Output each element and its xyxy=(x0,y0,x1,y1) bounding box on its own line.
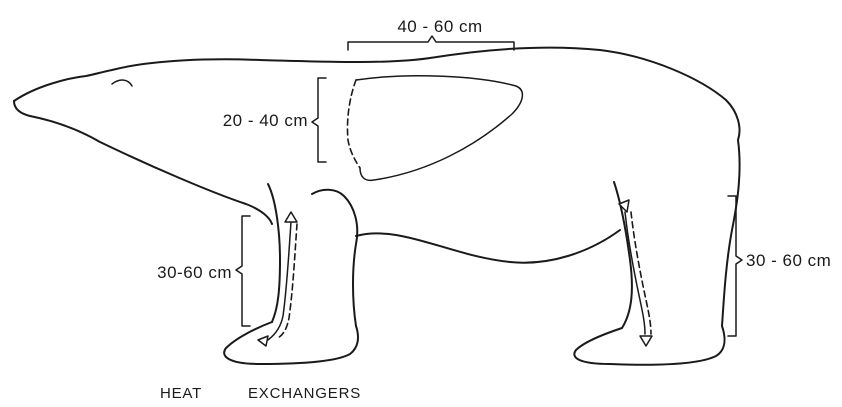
hind-leg-label: 30 - 60 cm xyxy=(746,251,831,270)
caption-exchangers: EXCHANGERS xyxy=(248,385,361,402)
fat-patch-label: 20 - 40 cm xyxy=(223,111,308,130)
front-paw xyxy=(224,322,358,364)
insulation-patch-dashed-edge xyxy=(347,80,360,168)
hind-arrow-down xyxy=(640,336,652,346)
front-leg-back-edge xyxy=(268,184,280,322)
fat-patch-bracket xyxy=(312,78,326,162)
bear-ear xyxy=(112,80,132,86)
bear-outline xyxy=(14,48,740,365)
back-length-label: 40 - 60 cm xyxy=(397,17,482,36)
front-leg-label: 30-60 cm xyxy=(157,263,232,282)
front-arrow-up xyxy=(285,212,297,222)
hind-leg-back-edge xyxy=(722,140,740,326)
insulation-patch-outline xyxy=(356,76,522,181)
insulation-patch xyxy=(347,76,522,181)
front-vessel-dashed xyxy=(278,224,297,338)
bear-back-line xyxy=(14,48,740,140)
front-leg-bracket xyxy=(236,216,250,326)
front-arrow-down xyxy=(258,336,268,346)
back-length-bracket xyxy=(348,36,514,50)
caption-heat: HEAT xyxy=(160,385,202,402)
hind-paw xyxy=(574,326,724,365)
bear-belly xyxy=(356,230,620,263)
front-leg-front-edge xyxy=(312,190,357,326)
